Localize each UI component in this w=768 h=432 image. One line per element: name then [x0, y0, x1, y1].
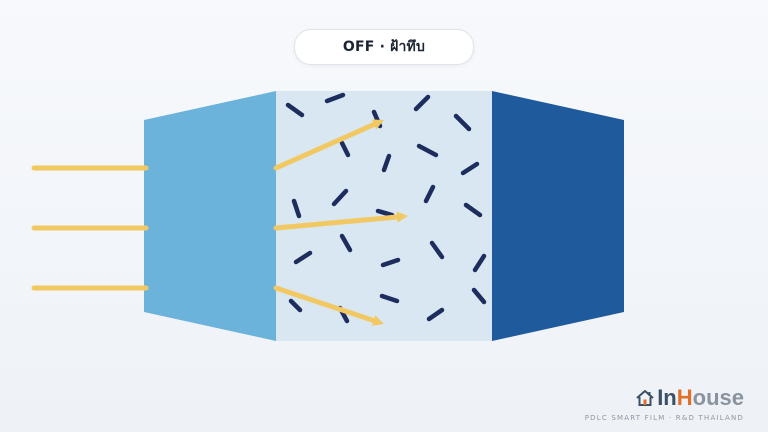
crystal-droplet [293, 250, 313, 265]
crystal-droplet [288, 298, 303, 313]
crystal-droplet [339, 140, 351, 158]
crystal-droplet [339, 233, 353, 253]
state-label: OFF [342, 39, 375, 55]
separator-dot: · [379, 39, 386, 55]
brand-tagline: PDLC SMART FILM · R&D THAILAND [584, 414, 744, 422]
brand-logo: In House PDLC SMART FILM · R&D THAILAND [585, 385, 744, 422]
crystal-droplet [324, 92, 346, 104]
brand-name-in: In [657, 385, 677, 410]
ray-arrowhead [371, 119, 384, 130]
crystal-droplet [331, 188, 349, 207]
scattered-light-ray [273, 285, 377, 324]
scattered-light-ray [273, 214, 400, 231]
liquid-crystal-droplets [285, 92, 487, 324]
crystal-droplet [423, 184, 436, 204]
crystal-droplet [472, 253, 487, 273]
ray-arrowhead [371, 315, 384, 326]
crystal-droplet [429, 240, 445, 260]
right-glass-panel [492, 91, 624, 341]
crystal-droplet [463, 202, 483, 218]
crystal-droplet [379, 293, 400, 304]
crystal-droplet [375, 208, 395, 218]
crystal-droplet [460, 161, 480, 176]
light-rays [31, 119, 408, 326]
crystal-droplet [285, 102, 305, 118]
house-icon [636, 390, 654, 406]
crystal-droplet [426, 307, 445, 322]
ray-arrowhead [396, 211, 408, 223]
crystal-droplet [471, 287, 487, 305]
brand-initial-h: H [676, 385, 693, 410]
crystal-droplet [413, 94, 431, 112]
crystal-droplet [381, 153, 392, 173]
state-badge: OFF · ฝ้าทึบ [294, 29, 474, 65]
crystal-droplet [416, 143, 439, 158]
left-glass-panel [144, 91, 276, 341]
scattered-light-ray [273, 121, 377, 171]
crystal-droplet [291, 198, 302, 219]
crystal-droplet [453, 113, 472, 132]
crystal-droplet [380, 257, 401, 268]
state-description: ฝ้าทึบ [390, 39, 426, 55]
brand-name-rest: ouse [692, 385, 744, 410]
brand-name-house: House [677, 385, 744, 411]
